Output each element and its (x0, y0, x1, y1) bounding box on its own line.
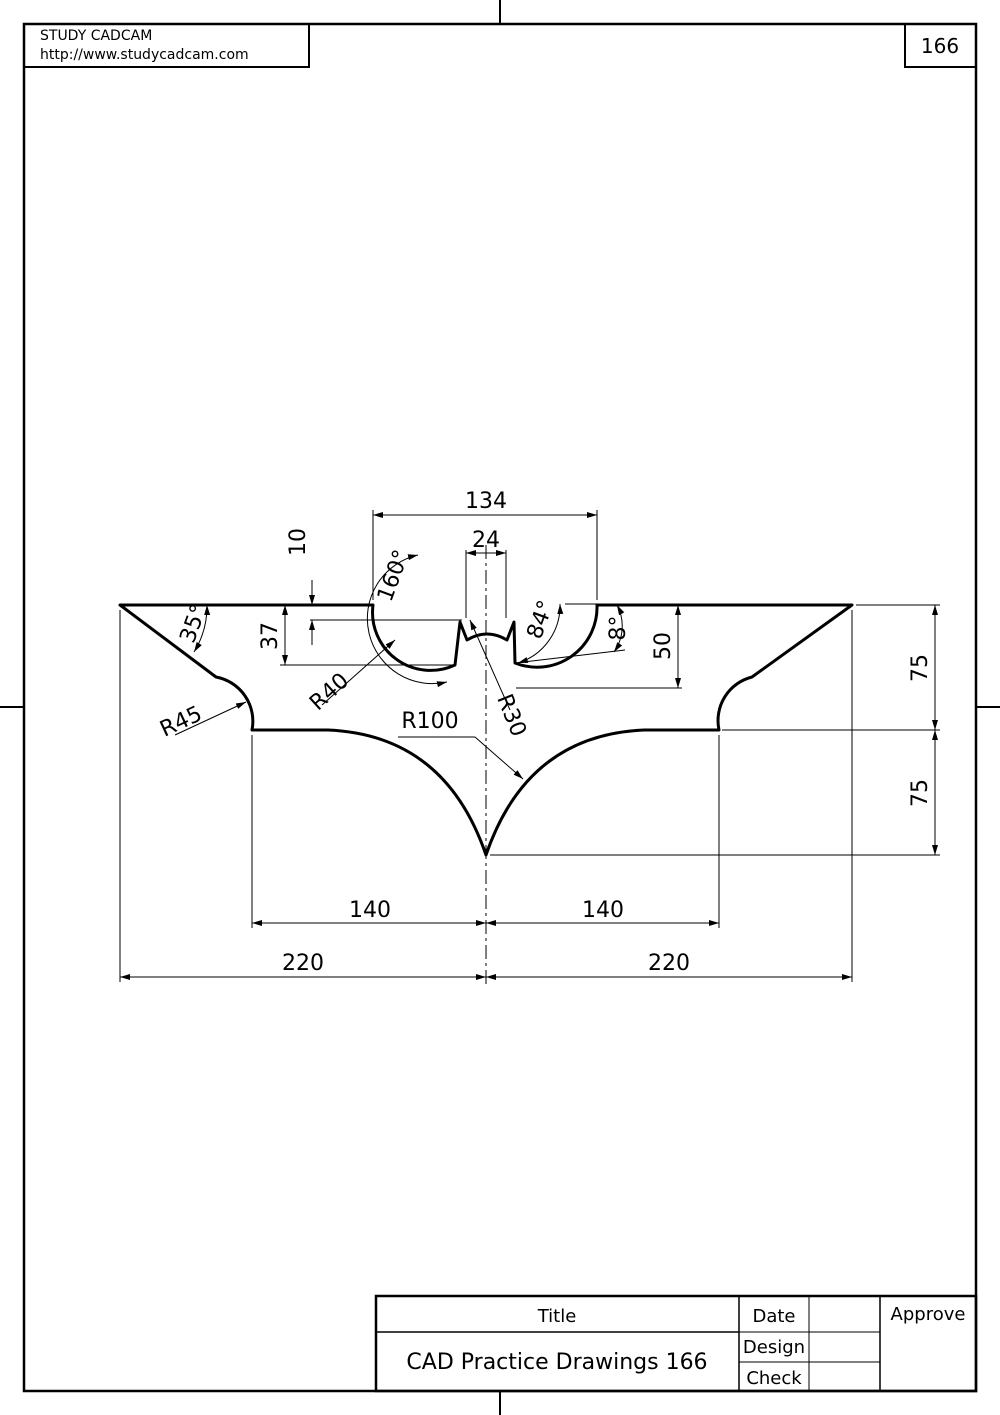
leader-r45 (174, 701, 247, 736)
dim-50: 50 (651, 632, 676, 660)
leader-r100-b (474, 736, 524, 780)
dim-140-right: 140 (582, 898, 624, 923)
date-label: Date (752, 1306, 795, 1327)
title-label: Title (537, 1306, 577, 1327)
company-url: http://www.studycadcam.com (40, 47, 249, 63)
company-name: STUDY CADCAM (40, 28, 152, 44)
dim-37: 37 (258, 622, 283, 650)
design-label: Design (743, 1337, 805, 1358)
title-block (374, 1294, 978, 1393)
dim-84deg: 84° (522, 597, 559, 642)
sheet-number: 166 (921, 34, 959, 58)
angle-arc-35 (193, 604, 211, 653)
leader-r30 (469, 619, 511, 711)
angle-arc-160 (366, 554, 448, 688)
dim-75-lower: 75 (908, 779, 933, 807)
dim-220-left: 220 (282, 951, 324, 976)
dim-r30: R30 (491, 691, 530, 740)
title-block-text: Title CAD Practice Drawings 166 Date Des… (406, 1304, 965, 1389)
dim-r40: R40 (305, 668, 354, 716)
dim-r45: R45 (156, 702, 206, 743)
batman-profile (118, 603, 854, 857)
dim-r100: R100 (401, 709, 458, 734)
title-value: CAD Practice Drawings 166 (406, 1350, 707, 1375)
check-label: Check (746, 1368, 802, 1389)
angle-arc-84 (517, 603, 564, 664)
dim-10: 10 (286, 528, 311, 556)
dim-220-right: 220 (648, 951, 690, 976)
dim-140-left: 140 (349, 898, 391, 923)
dim-160deg: 160° (373, 547, 415, 605)
approve-label: Approve (891, 1304, 966, 1325)
dim-24: 24 (472, 528, 500, 553)
dim-75-upper: 75 (908, 654, 933, 682)
part-outline (118, 603, 854, 857)
dimension-labels: 134 24 10 160° 35° 37 84° 8° 50 R40 R30 … (156, 489, 933, 976)
dimension-lines (120, 512, 938, 980)
construction-lines (119, 510, 940, 985)
leader-r40 (321, 639, 396, 706)
sheet-number-box: 166 (904, 23, 977, 68)
dim-35deg: 35° (175, 601, 212, 646)
dim-8deg: 8° (606, 616, 631, 641)
angle-arc-8 (613, 604, 625, 653)
dim-134: 134 (465, 489, 507, 514)
company-header: STUDY CADCAM http://www.studycadcam.com (23, 23, 310, 68)
